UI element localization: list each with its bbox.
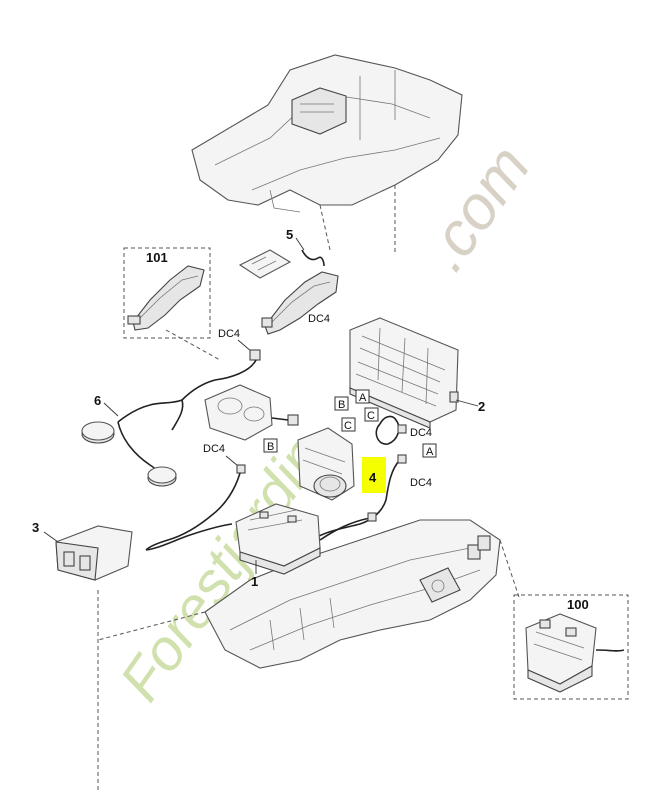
part-4-highlight bbox=[362, 457, 386, 493]
connector-letters: A B C C B A bbox=[263, 389, 437, 458]
part-100-box: 100 bbox=[513, 594, 629, 700]
part-label-6: 6 bbox=[94, 393, 101, 408]
ribbon-cable: DC4 bbox=[261, 271, 339, 335]
part-6-harness: DC4 6 bbox=[81, 328, 261, 487]
upper-chassis bbox=[191, 54, 463, 255]
dc4-label-middle: DC4 bbox=[203, 443, 225, 455]
middle-dc4-lead: DC4 bbox=[145, 443, 246, 551]
dc4-label-ribbon: DC4 bbox=[308, 313, 330, 325]
connector-b-left: B bbox=[267, 441, 274, 453]
part-label-1: 1 bbox=[251, 574, 258, 589]
part-label-2: 2 bbox=[478, 399, 485, 414]
part-3-bracket: 3 bbox=[32, 520, 133, 581]
connector-a-right: A bbox=[426, 446, 434, 458]
long-harness bbox=[145, 512, 377, 551]
part-label-4: 4 bbox=[369, 470, 377, 485]
part-101-cable bbox=[132, 265, 205, 331]
part-label-3: 3 bbox=[32, 520, 39, 535]
lower-chassis bbox=[204, 519, 501, 669]
dc4-label-right-lower: DC4 bbox=[410, 477, 432, 489]
motor-assembly bbox=[204, 384, 299, 441]
part-4-motor: 4 bbox=[297, 427, 386, 501]
part-label-101: 101 bbox=[146, 250, 168, 265]
connector-b-top: B bbox=[338, 399, 345, 411]
dc4-label-right-upper: DC4 bbox=[410, 427, 432, 439]
connector-c-right: C bbox=[367, 410, 375, 422]
part-5: 5 bbox=[238, 227, 325, 279]
part-1-battery: 1 bbox=[235, 503, 321, 589]
part-label-5: 5 bbox=[286, 227, 293, 242]
dc4-label-top-left: DC4 bbox=[218, 328, 240, 340]
part-label-100: 100 bbox=[567, 597, 589, 612]
leader-lines bbox=[97, 329, 521, 790]
part-2-control-unit: 2 bbox=[349, 317, 485, 429]
part-101-box: 101 bbox=[123, 247, 211, 339]
connector-c-left: C bbox=[344, 420, 352, 432]
connector-a-top: A bbox=[359, 392, 367, 404]
